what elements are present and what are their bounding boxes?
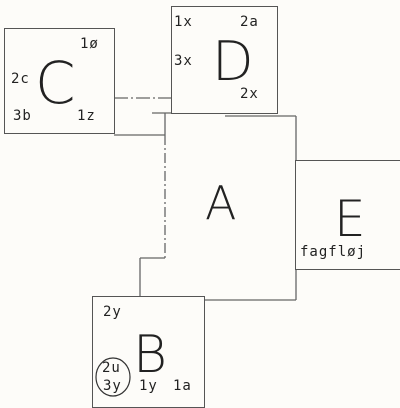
room-b-code-bottom-1: 3y <box>103 378 122 394</box>
room-d-code-top-right: 2a <box>240 14 259 30</box>
room-c-code-bottom-right: 1z <box>77 108 96 124</box>
room-e: E fagfløj <box>295 160 400 270</box>
room-b: B 2y 2u 3y 1y 1a <box>92 296 205 408</box>
room-d: D 1x 2a 3x 2x <box>171 6 278 114</box>
circle-marker-icon <box>95 357 131 397</box>
room-a-letter: A <box>205 176 237 230</box>
room-c-letter: C <box>35 49 76 117</box>
room-b-code-top-left: 2y <box>103 304 122 320</box>
room-c: C 1ø 2c 3b 1z <box>4 28 115 134</box>
room-b-code-bottom-3: 1a <box>173 378 192 394</box>
room-d-code-bottom-right: 2x <box>240 86 259 102</box>
room-d-code-left: 3x <box>174 53 193 69</box>
room-d-code-top-left: 1x <box>174 14 193 30</box>
room-e-caption: fagfløj <box>300 244 367 260</box>
room-b-code-circled: 2u <box>102 360 121 376</box>
room-c-code-bottom-left: 3b <box>13 108 32 124</box>
room-c-code-top-right: 1ø <box>80 36 99 52</box>
room-c-code-left: 2c <box>11 71 30 87</box>
room-b-letter: B <box>133 325 168 385</box>
room-b-code-bottom-2: 1y <box>139 378 158 394</box>
room-d-letter: D <box>212 30 254 93</box>
room-e-letter: E <box>334 190 366 248</box>
